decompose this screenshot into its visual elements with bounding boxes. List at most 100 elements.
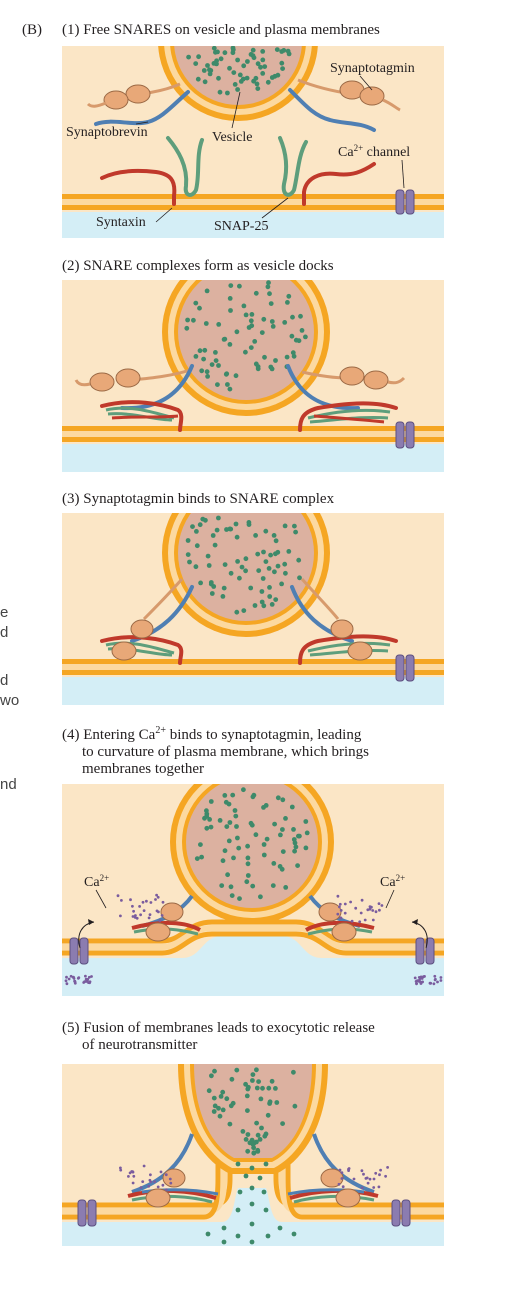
released-neurotransmitter-dot [257,1175,263,1181]
calcium-ion [132,1174,136,1178]
neurotransmitter-dot [241,608,247,613]
calcium-ion [65,975,68,979]
neurotransmitter-dot [203,321,209,326]
neurotransmitter-dot [261,603,267,609]
neurotransmitter-dot [216,363,221,368]
neurotransmitter-dot [275,549,281,555]
panel-4-caption-sup: 2+ [155,725,166,736]
neurotransmitter-dot [258,64,263,70]
neurotransmitter-dot [268,364,274,370]
neurotransmitter-dot [204,288,210,294]
calcium-ion [164,1173,168,1177]
neurotransmitter-dot [248,585,254,591]
calcium-ion [67,977,71,981]
vesicle [158,46,318,121]
neurotransmitter-dot [204,825,210,831]
released-neurotransmitter-dot [249,1221,255,1227]
neurotransmitter-dots [185,515,302,615]
neurotransmitter-dot [243,568,249,574]
neurotransmitter-dot [280,797,286,803]
neurotransmitter-dot [293,529,298,535]
neurotransmitter-dot [229,893,235,898]
neurotransmitter-dot [303,819,309,824]
fused-membrane [62,1104,444,1220]
neurotransmitter-dot [258,1096,264,1102]
label-synaptotagmin: Synaptotagmin [330,61,415,76]
released-neurotransmitter-dot [261,1189,267,1195]
neurotransmitter-dot [255,86,261,91]
label-ca-channel-sup: 2+ [354,143,364,153]
neurotransmitter-dot [245,843,251,849]
calcium-ion [116,894,120,898]
calcium-ion [86,978,89,982]
neurotransmitter-dot [247,1140,253,1146]
neurotransmitter-dot [271,861,277,866]
neurotransmitter-dot [269,1078,275,1084]
neurotransmitter-dot [223,371,229,377]
neurotransmitter-dot [280,66,285,71]
panel-5-caption-line1: (5) Fusion of membranes leads to exocyto… [62,1020,375,1036]
neurotransmitter-dot [237,896,242,901]
edge-fragment-3: d [0,672,9,689]
neurotransmitter-dot [267,594,273,599]
ca-channel [395,654,415,682]
ca-channel-left [69,937,89,965]
neurotransmitter-dot [256,568,262,573]
neurotransmitter-dot [285,300,290,305]
neurotransmitter-dot [211,1095,217,1101]
neurotransmitter-dot [185,317,190,323]
neurotransmitter-dot [259,589,265,594]
calcium-ion [434,977,437,981]
calcium-ion [156,895,160,899]
neurotransmitter-dot [227,820,233,825]
panel-4-caption-a: (4) Entering Ca [62,727,156,743]
calcium-ion [368,907,372,911]
neurotransmitter-dot [279,581,284,587]
label-ca-right: Ca2+ [380,873,405,890]
calcium-ion [340,1177,344,1180]
neurotransmitter-dot [261,549,266,555]
neurotransmitter-dot [232,82,238,87]
neurotransmitter-dot [268,301,274,306]
neurotransmitter-dot [281,48,287,53]
neurotransmitter-dot [296,557,302,563]
neurotransmitter-dot [228,283,234,288]
calcium-ion [164,1188,168,1192]
calcium-ion [131,904,134,908]
ca-channel [395,189,415,215]
neurotransmitter-dot [246,520,252,525]
label-synaptobrevin: Synaptobrevin [66,125,148,140]
neurotransmitter-dot [246,1084,251,1090]
neurotransmitter-dot [297,575,302,581]
neurotransmitter-dot [210,533,216,538]
neurotransmitter-dot [212,1103,218,1109]
neurotransmitter-dot [277,864,283,869]
calcium-ion [159,1170,163,1174]
neurotransmitter-dot [235,835,240,841]
calcium-ion [72,976,75,979]
neurotransmitter-dot [220,1107,226,1113]
neurotransmitter-dot [197,522,203,528]
released-neurotransmitter-dot [235,1161,241,1167]
calcium-ion [142,1164,146,1168]
neurotransmitter-dot [233,521,239,527]
neurotransmitter-dot [191,317,196,323]
calcium-ions [119,1164,389,1192]
neurotransmitter-dot [278,832,283,838]
syntaxin-left [100,168,177,206]
neurotransmitter-dot [297,833,302,839]
leader-syntaxin [155,207,173,223]
neurotransmitter-dot [248,318,254,324]
calcium-ion [119,1166,122,1170]
neurotransmitter-dot [243,1137,249,1142]
neurotransmitter-dot [250,883,256,889]
neurotransmitter-dot [245,1148,251,1154]
neurotransmitter-dot [273,358,278,363]
calcium-ion [148,1178,152,1182]
neurotransmitter-dot [235,87,241,92]
neurotransmitter-dot [194,529,199,534]
neurotransmitter-dot [250,794,256,800]
neurotransmitter-dot [292,523,297,529]
neurotransmitter-dot [229,1076,235,1082]
calcium-ion [339,909,343,912]
